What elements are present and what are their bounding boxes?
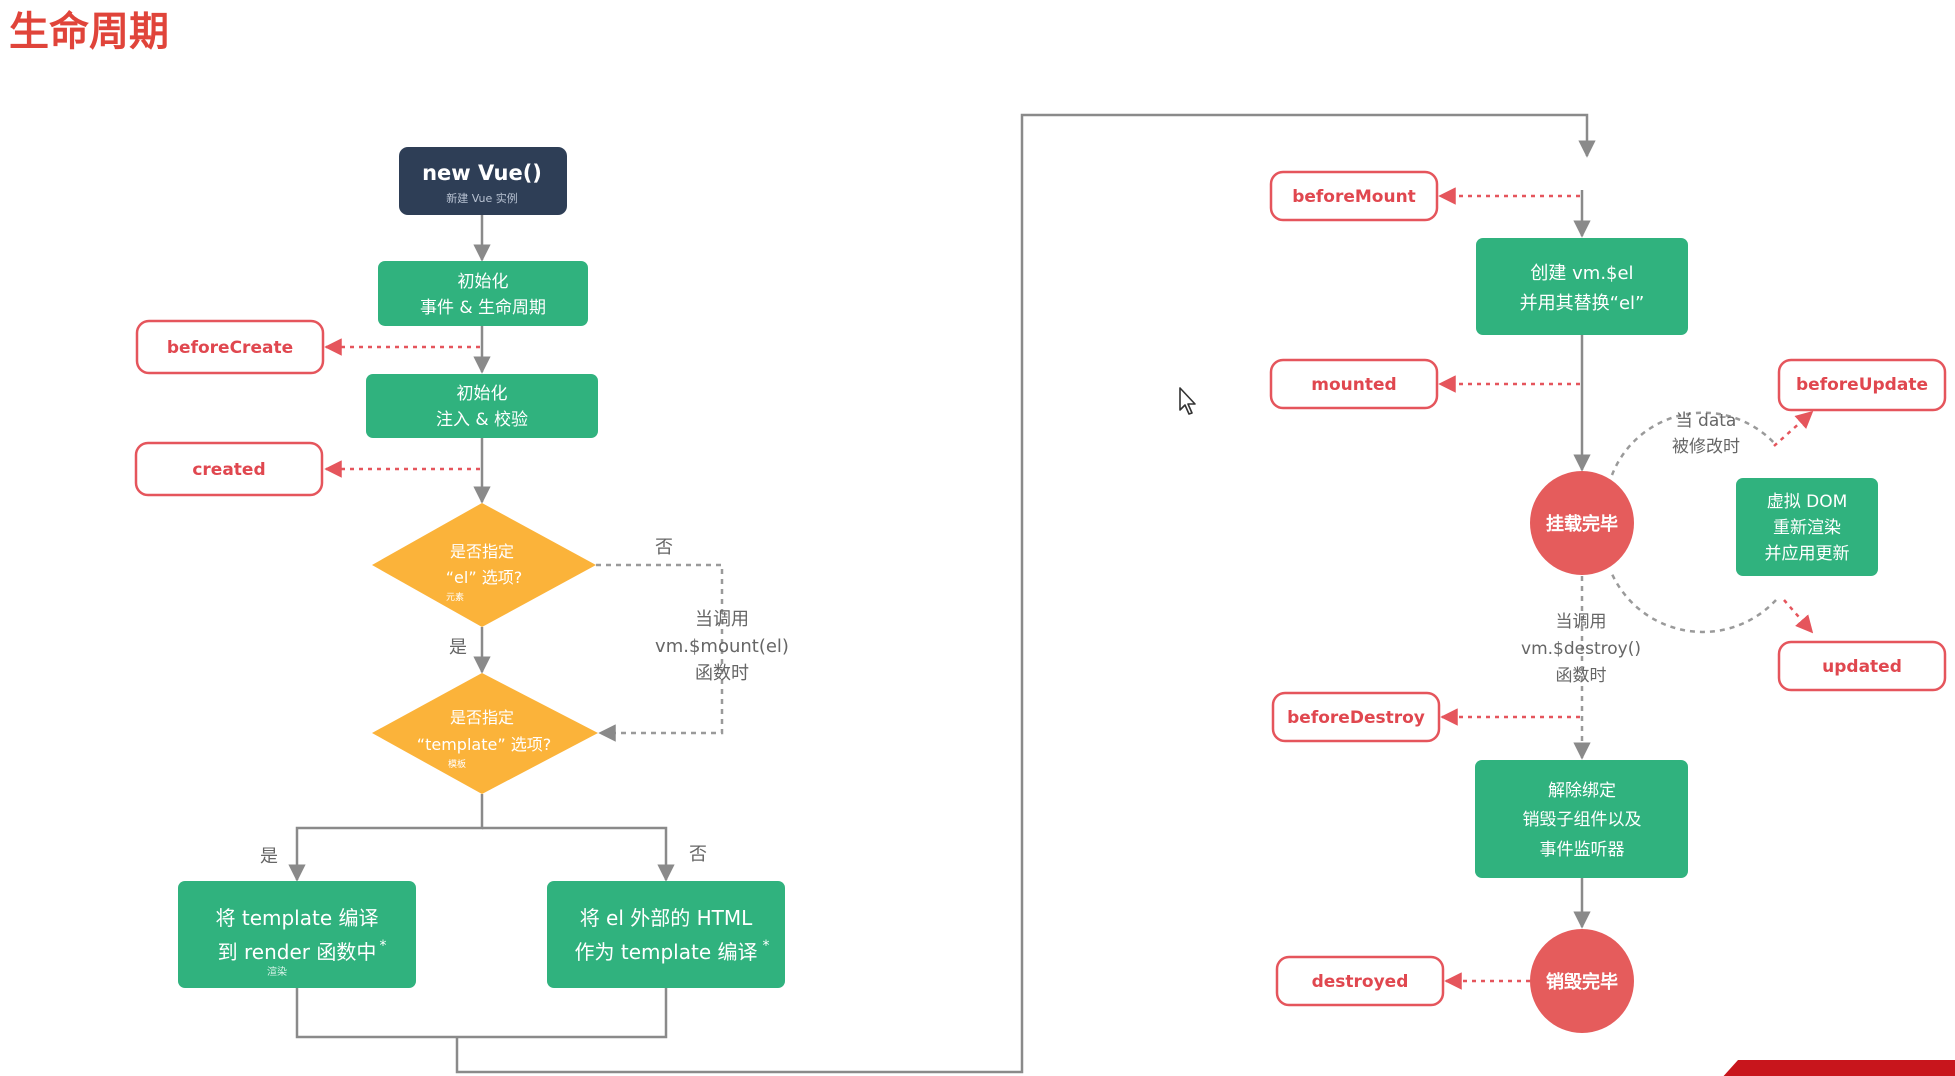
svg-text:*: *: [380, 938, 387, 954]
svg-text:“template” 选项?: “template” 选项?: [417, 735, 551, 754]
svg-text:“el” 选项?: “el” 选项?: [446, 568, 522, 587]
svg-text:updated: updated: [1822, 657, 1902, 677]
hook-arrow: [1783, 599, 1814, 634]
branch-labels: 否 是 是 否 当调用 vm.$mount(el) 函数时 当 data 被修改…: [260, 411, 1740, 867]
svg-text:重新渲染: 重新渲染: [1773, 518, 1841, 538]
cursor-icon: [1179, 387, 1196, 415]
svg-text:*: *: [763, 938, 770, 954]
svg-text:作为 template 编译: 作为 template 编译: [575, 940, 758, 964]
svg-text:创建 vm.$el: 创建 vm.$el: [1530, 263, 1633, 284]
hook-beforeDestroy: beforeDestroy: [1271, 691, 1441, 743]
svg-text:销毁子组件以及: 销毁子组件以及: [1523, 810, 1642, 830]
page-title: 生命周期: [9, 9, 169, 55]
process-compile-template: 将 template 编译 到 render 函数中 * 渲染: [178, 881, 416, 988]
svg-text:并用其替换“el”: 并用其替换“el”: [1520, 293, 1645, 314]
update-loop: [1610, 573, 1777, 634]
label-yes-el: 是: [449, 637, 467, 658]
hook-beforeMount: beforeMount: [1269, 170, 1439, 222]
svg-text:将 template 编译: 将 template 编译: [216, 906, 379, 930]
update-loop: [1610, 411, 1777, 476]
svg-text:created: created: [192, 460, 265, 480]
connector: [455, 113, 1596, 1074]
start-label: new Vue(): [422, 161, 542, 185]
svg-text:到 render 函数中: 到 render 函数中: [218, 940, 377, 964]
mount-branch-connector: [596, 563, 724, 742]
svg-text:挂载完毕: 挂载完毕: [1546, 513, 1618, 535]
svg-text:事件监听器: 事件监听器: [1540, 840, 1625, 860]
process-init-inject: 初始化 注入 & 校验: [366, 374, 598, 438]
svg-text:解除绑定: 解除绑定: [1548, 781, 1616, 801]
connector: [295, 988, 668, 1039]
svg-text:销毁完毕: 销毁完毕: [1546, 971, 1618, 993]
svg-text:将 el 外部的 HTML: 将 el 外部的 HTML: [580, 906, 753, 930]
destroy-call-line3: 函数时: [1556, 666, 1607, 686]
data-changed-line1: 当 data: [1676, 411, 1737, 431]
svg-text:注入 & 校验: 注入 & 校验: [436, 410, 528, 430]
decision-has-template: 是否指定 “template” 选项? 模板: [372, 673, 598, 794]
svg-text:beforeMount: beforeMount: [1292, 187, 1416, 207]
hook-beforeCreate: beforeCreate: [135, 319, 325, 375]
state-destroyed: 销毁完毕: [1530, 929, 1634, 1033]
hook-updated: updated: [1777, 640, 1947, 692]
process-init-events: 初始化 事件 & 生命周期: [378, 261, 588, 326]
svg-text:初始化: 初始化: [457, 384, 508, 404]
svg-text:初始化: 初始化: [458, 272, 509, 292]
svg-text:beforeUpdate: beforeUpdate: [1796, 375, 1928, 395]
svg-text:beforeDestroy: beforeDestroy: [1287, 708, 1425, 728]
svg-text:mounted: mounted: [1311, 375, 1396, 395]
hook-beforeUpdate: beforeUpdate: [1777, 358, 1947, 412]
process-teardown: 解除绑定 销毁子组件以及 事件监听器: [1475, 760, 1688, 878]
svg-text:虚拟 DOM: 虚拟 DOM: [1767, 492, 1848, 512]
dashed-connectors: [596, 411, 1777, 760]
destroy-call-line1: 当调用: [1556, 612, 1607, 632]
svg-text:模板: 模板: [448, 758, 466, 770]
process-compile-el: 将 el 外部的 HTML 作为 template 编译 *: [547, 881, 785, 988]
label-no-template: 否: [689, 844, 707, 865]
start-sub: 新建 Vue 实例: [446, 191, 518, 205]
label-yes-template: 是: [260, 846, 278, 867]
svg-text:是否指定: 是否指定: [450, 542, 514, 561]
data-changed-line2: 被修改时: [1672, 437, 1740, 457]
hook-arrows: [324, 187, 1814, 990]
svg-text:渲染: 渲染: [267, 965, 287, 978]
svg-text:beforeCreate: beforeCreate: [167, 338, 293, 358]
hook-mounted: mounted: [1269, 358, 1439, 410]
hook-arrow: [1773, 410, 1814, 447]
svg-text:是否指定: 是否指定: [450, 708, 514, 727]
start-node: new Vue() 新建 Vue 实例: [399, 147, 567, 215]
connector: [288, 794, 484, 882]
svg-text:事件 & 生命周期: 事件 & 生命周期: [420, 298, 546, 318]
mount-call-line2: vm.$mount(el): [655, 636, 789, 657]
svg-text:并应用更新: 并应用更新: [1765, 544, 1850, 564]
decision-has-el: 是否指定 “el” 选项? 元素: [372, 503, 596, 627]
mount-call-line3: 函数时: [695, 663, 749, 684]
connector: [482, 826, 675, 882]
state-mounted: 挂载完毕: [1530, 471, 1634, 575]
hook-created: created: [134, 441, 324, 497]
mount-call-line1: 当调用: [695, 609, 749, 630]
flow-connectors: [288, 113, 1596, 1074]
hook-destroyed: destroyed: [1275, 955, 1445, 1007]
corner-badge: [1720, 1060, 1955, 1076]
svg-text:元素: 元素: [446, 591, 464, 603]
label-no-el: 否: [655, 537, 673, 558]
destroy-call-line2: vm.$destroy(): [1521, 639, 1641, 659]
svg-text:destroyed: destroyed: [1312, 972, 1409, 992]
process-create-el: 创建 vm.$el 并用其替换“el”: [1476, 238, 1688, 335]
process-vdom: 虚拟 DOM 重新渲染 并应用更新: [1736, 478, 1878, 576]
